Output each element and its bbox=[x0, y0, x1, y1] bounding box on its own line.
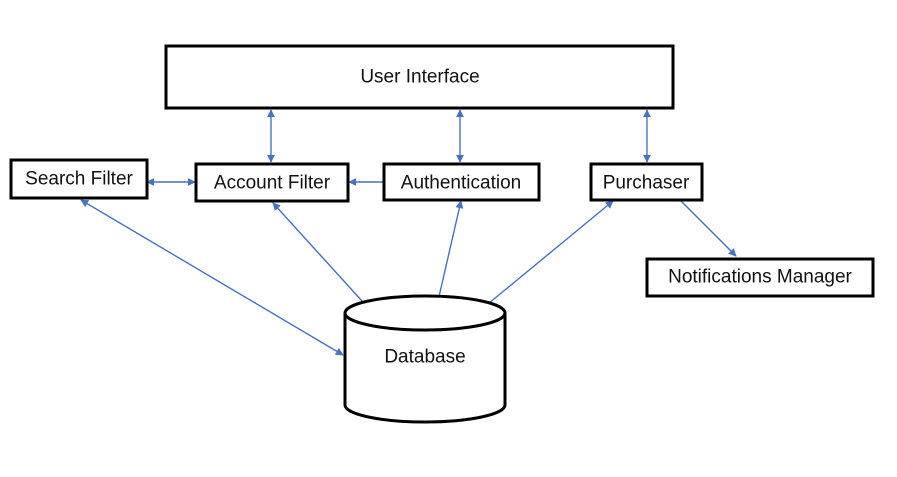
account-filter-label: Account Filter bbox=[214, 173, 331, 194]
authentication-node: Authentication bbox=[382, 162, 541, 202]
edges bbox=[80, 109, 737, 356]
account-filter-node: Account Filter bbox=[194, 162, 350, 203]
database-cylinder-body bbox=[343, 313, 507, 424]
notifications-manager-node: Notifications Manager bbox=[645, 257, 875, 298]
authentication-label: Authentication bbox=[401, 173, 521, 194]
purchaser-label: Purchaser bbox=[603, 173, 690, 194]
purchaser-node: Purchaser bbox=[589, 162, 704, 202]
database-cylinder-top bbox=[343, 294, 507, 332]
search-filter-node: Search Filter bbox=[9, 158, 149, 200]
database-label: Database bbox=[384, 347, 465, 368]
edge-account-filter-database bbox=[272, 202, 373, 313]
edge-purchaser-database bbox=[476, 200, 614, 314]
notifications-manager-label: Notifications Manager bbox=[668, 267, 852, 288]
search-filter-label: Search Filter bbox=[25, 169, 133, 190]
user-interface-label: User Interface bbox=[360, 67, 479, 88]
edge-search-filter-database bbox=[80, 199, 344, 356]
edge-purchaser-notifications-manager bbox=[680, 200, 737, 257]
user-interface-node: User Interface bbox=[164, 44, 675, 110]
database-node: Database bbox=[343, 294, 507, 424]
